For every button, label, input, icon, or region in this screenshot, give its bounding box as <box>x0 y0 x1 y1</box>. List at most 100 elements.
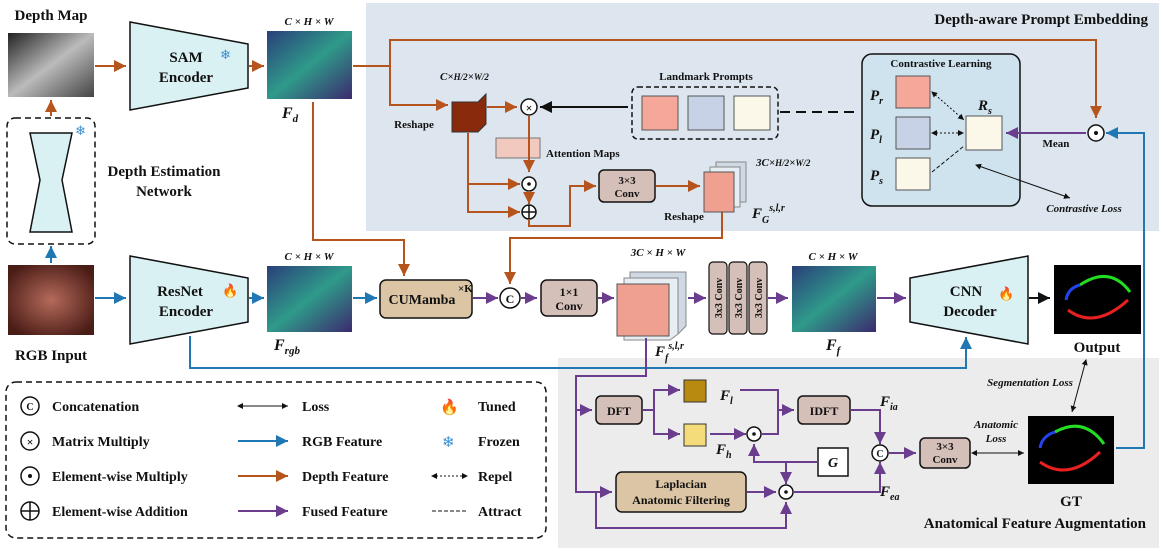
reshape-dim: C×H/2×W/2 <box>440 71 489 83</box>
attention-label: Attention Maps <box>546 148 620 160</box>
cnn-label-2: Decoder <box>943 304 997 320</box>
legend-rgb: RGB Feature <box>302 435 382 450</box>
attract-ps <box>931 145 965 173</box>
matmul-node <box>520 98 538 116</box>
fd-label: Fd <box>281 105 299 125</box>
resnet-encoder <box>129 255 249 345</box>
ff-dim: C × H × W <box>808 251 858 263</box>
anatomic-loss-label-2: Loss <box>985 433 1007 445</box>
output-seg-blue <box>1064 283 1081 301</box>
ps-grid <box>895 157 931 191</box>
seg-loss-label: Segmentation Loss <box>987 377 1073 389</box>
ffslr-dim: 3C × H × W <box>630 247 687 259</box>
afa-conv3x3 <box>919 437 971 469</box>
idft-block <box>797 395 851 425</box>
pr-label: Pr <box>870 88 883 107</box>
elem-add-plus <box>522 205 536 219</box>
idft-label: IDFT <box>810 404 839 418</box>
stack-conv-2 <box>728 261 748 335</box>
stack-conv-label-2: 3x3 Conv <box>734 278 745 318</box>
matmul-symbol: × <box>526 101 533 115</box>
fea-label: Fea <box>879 484 899 503</box>
cumamba-k: ×K <box>458 283 473 295</box>
cumamba-label: CUMamba <box>389 293 456 308</box>
afa-mul-dot <box>752 432 756 436</box>
legend-frozen: Frozen <box>478 435 520 450</box>
frgb-label: Frgb <box>273 337 300 357</box>
prompt-conv3x3-l2: Conv <box>614 188 640 200</box>
rgb-input-label: RGB Input <box>15 348 87 364</box>
reshape2-label: Reshape <box>664 211 704 223</box>
gt-label: GT <box>1060 494 1082 510</box>
conv1x1-block <box>540 279 598 317</box>
depth-net-shape <box>29 132 73 233</box>
legend-concat-c: C <box>26 402 33 413</box>
gt-seg-green <box>1054 424 1106 445</box>
stack-conv-label-1: 3x3 Conv <box>714 278 725 318</box>
add-to-conv3 <box>528 180 596 227</box>
seg-loss-arrow <box>1070 359 1088 413</box>
contrastive-label: Contrastive Learning <box>890 58 992 70</box>
contrastive-loss-label: Contrastive Loss <box>1046 203 1121 215</box>
ff-to-bottom <box>595 492 792 529</box>
stack-conv-1 <box>708 261 728 335</box>
rs-grid <box>965 115 1003 151</box>
legend-attract: Attract <box>478 505 522 520</box>
repel-pr <box>931 91 965 121</box>
output-seg-green <box>1079 275 1132 293</box>
mean-mul-dot <box>1094 131 1098 135</box>
concat-symbol: C <box>506 292 515 306</box>
stack-conv-3 <box>748 261 768 335</box>
fg-dim: 3C×H/2×W/2 <box>755 157 811 169</box>
dft-to-fl <box>643 384 680 411</box>
legend-matmul: Matrix Multiply <box>52 435 150 450</box>
laplacian-block <box>615 471 747 513</box>
ps-label: Ps <box>870 168 883 187</box>
legend-tuned: Tuned <box>478 400 516 415</box>
conv1x1-label-1: 1×1 <box>560 285 579 299</box>
legend-concat-icon <box>20 396 40 416</box>
mean-label: Mean <box>1043 138 1070 150</box>
gt-seg-blue <box>1038 430 1056 449</box>
rgb-skip-to-decoder <box>189 336 972 369</box>
concat-node <box>499 287 521 309</box>
resnet-label-1: ResNet <box>157 284 203 300</box>
gt-seg-red <box>1039 450 1102 472</box>
dft-label: DFT <box>607 404 631 418</box>
frozen-icon: ❄ <box>75 123 86 138</box>
resnet-tuned-icon: 🔥 <box>222 283 238 298</box>
cnn-decoder <box>909 255 1029 345</box>
frgb-feature-map <box>267 266 352 332</box>
fg-cube-front <box>703 171 735 213</box>
idft-to-concat <box>851 409 886 444</box>
fh-cube <box>683 423 707 447</box>
prompt-conv3x3-l1: 3×3 <box>618 175 636 187</box>
dft-block <box>595 395 643 425</box>
legend-elem-add-plus <box>21 502 39 520</box>
sam-label-1: SAM <box>169 50 202 66</box>
legend-box <box>5 381 547 539</box>
fd-feature-map <box>267 31 352 99</box>
fd-to-cumamba <box>312 102 410 276</box>
cnn-label-1: CNN <box>950 284 983 300</box>
sam-frozen-icon: ❄ <box>220 47 231 62</box>
resnet-label-2: Encoder <box>159 304 214 320</box>
legend-matmul-icon <box>20 431 40 451</box>
fd-dim: C × H × W <box>284 16 334 28</box>
prompt-conv3x3 <box>598 169 656 203</box>
mul-to-idft <box>761 410 779 435</box>
pl-label: Pl <box>870 127 882 146</box>
depth-map-image <box>8 33 94 97</box>
depth-map-label: Depth Map <box>15 8 88 24</box>
reshape-cube <box>451 92 487 133</box>
afa-conv-l2: Conv <box>932 454 958 466</box>
prompt-grid-blue <box>687 95 725 131</box>
frgb-dim: C × H × W <box>284 251 334 263</box>
fl-to-idft <box>740 389 794 416</box>
legend-fused: Fused Feature <box>302 505 388 520</box>
fd-to-mean <box>389 39 1102 118</box>
landmark-prompts-box <box>631 86 779 140</box>
reshape1-label: Reshape <box>394 119 434 131</box>
attention-map-stack <box>495 137 541 159</box>
